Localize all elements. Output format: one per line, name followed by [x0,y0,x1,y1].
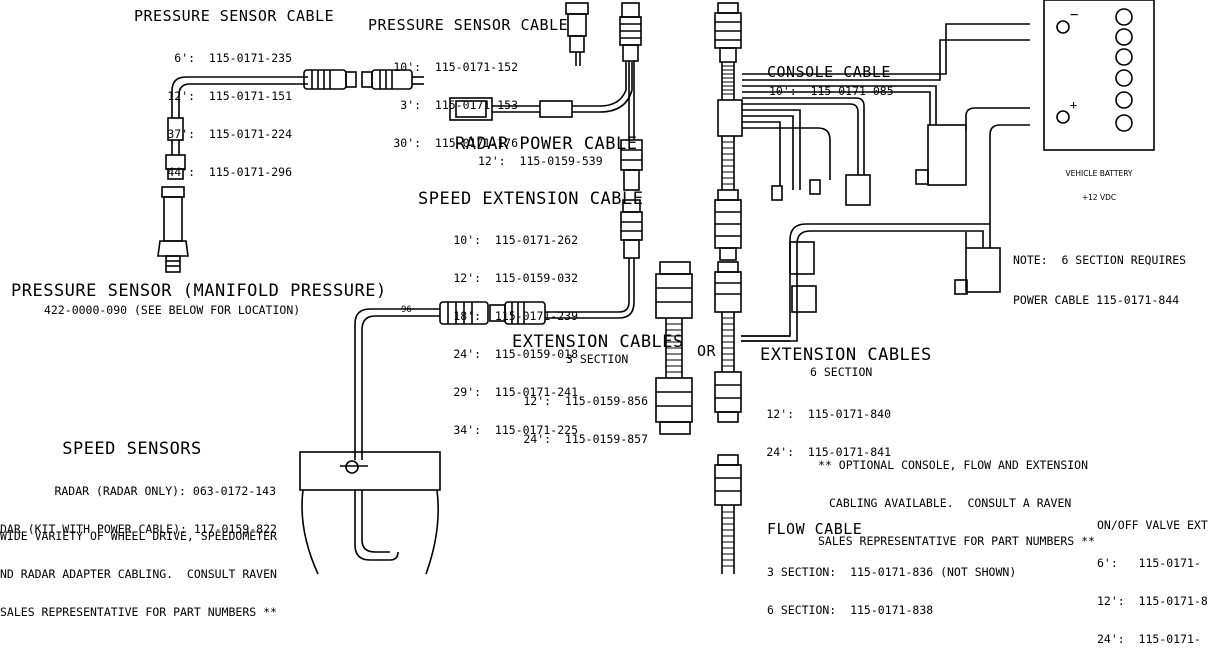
speed-sensors-title: SPEED SENSORS [62,439,202,459]
part-number: 3': 115-0171-153 [400,98,518,113]
part-number: 12': 115-0171-8 [1097,594,1208,609]
speed-extension-cable-parts: 10': 115-0171-262 12': 115-0159-032 18':… [448,209,578,449]
optional-note: ** OPTIONAL CONSOLE, FLOW AND EXTENSION … [818,434,1095,560]
part-number: 24': 115-0159-857 [523,432,648,447]
part-number: 12': 115-0159-032 [453,271,578,286]
note-line: SALES REPRESENTATIVE FOR PART NUMBERS ** [0,605,277,620]
sensor-line: RADAR (RADAR ONLY): 063-0172-143 [54,484,276,499]
note-line: ** OPTIONAL CONSOLE, FLOW AND EXTENSION [818,458,1089,473]
part-number: 3 SECTION: 115-0171-836 (NOT SHOWN) [767,565,1017,580]
pressure-sensor-cable-2-title: PRESSURE SENSOR CABLE [368,16,569,34]
battery-label-line: +12 VDC [1081,193,1117,203]
sensor-line: DAR (KIT WITH POWER CABLE): 117-0159-822 [0,522,277,537]
part-number: 18': 115-0171-239 [453,309,578,324]
flow-cable-parts: 3 SECTION: 115-0171-836 (NOT SHOWN) 6 SE… [767,541,1016,629]
extension-3-parts: 12': 115-0159-856 24': 115-0159-857 [502,370,648,458]
note-line: SALES REPRESENTATIVE FOR PART NUMBERS ** [818,534,1095,549]
extension-6-subtitle: 6 SECTION [810,365,873,379]
pressure-sensor-cable-drawing [165,69,424,180]
radar-power-cable-title: RADAR POWER CABLE [455,134,638,154]
extension-3-title: EXTENSION CABLES [512,332,684,352]
speed-sensors-parts: RADAR (RADAR ONLY): 063-0172-143 DAR (KI… [0,460,277,548]
pressure-sensor-part: 422-0000-090 (SEE BELOW FOR LOCATION) [44,303,301,317]
power-cable-6-section-drawing [741,124,1030,342]
part-number: 6': 115-0171- [1097,556,1201,571]
note-line: POWER CABLE 115-0171-844 [1013,293,1180,308]
note-line: CABLING AVAILABLE. CONSULT A RAVEN [829,496,1072,511]
part-number: 12': 115-0171-840 [766,407,891,422]
note-line: ND RADAR ADAPTER CABLING. CONSULT RAVEN [0,567,277,582]
pressure-sensor-title: PRESSURE SENSOR (MANIFOLD PRESSURE) [11,281,387,301]
extension-3-section-drawing [655,261,693,435]
part-number: 6': 115-0171-235 [174,51,292,66]
part-number: 37': 115-0171-224 [167,127,292,142]
note-line: NOTE: 6 SECTION REQUIRES [1013,253,1187,268]
part-number: 24': 115-0171- [1097,632,1201,647]
console-cable-drawing [742,23,1030,206]
flow-cable-title: FLOW CABLE [767,520,863,538]
radar-sensor-drawing [299,451,441,575]
battery-negative: − [1070,7,1079,23]
console-cable-title: CONSOLE CABLE [767,63,891,81]
onoff-valve-parts: 6': 115-0171- 12': 115-0171-8 24': 115-0… [1097,532,1208,658]
part-number: 10': 115-0171-152 [393,60,518,75]
part-number: 24': 115-0171-841 [766,445,891,460]
six-section-note: NOTE: 6 SECTION REQUIRES POWER CABLE 115… [1013,229,1186,319]
radar-power-cable-drawing [449,61,643,191]
vehicle-battery-drawing [1043,0,1155,151]
battery-label: VEHICLE BATTERY +12 VDC [1050,153,1148,211]
extension-6-title: EXTENSION CABLES [760,345,932,365]
part-number: 34': 115-0171-225 [453,422,578,437]
part-number: 24': 115-0159-018 [453,347,578,362]
pressure-sensor-cable-1-title: PRESSURE SENSOR CABLE [134,7,335,25]
onoff-valve-title: ON/OFF VALVE EXT [1097,518,1208,532]
pressure-sensor-cable-2-parts: 10': 115-0171-152 3': 115-0171-153 30': … [380,36,518,162]
part-number: 44': 115-0171-296 [167,165,292,180]
part-number: 29': 115-0171-241 [453,384,578,399]
battery-label-line: VEHICLE BATTERY [1065,168,1133,178]
extension-6-parts: 12': 115-0171-840 24': 115-0171-841 [745,383,891,471]
radar-power-cable-part: 12': 115-0159-539 [478,154,603,168]
speed-sensors-note: WIDE VARIETY OF WHEEL DRIVE, SPEEDOMETER… [0,505,277,631]
speed-extension-cable-drawing [354,199,643,460]
wire-mark: 96 [401,305,412,315]
part-number: 30': 115-0171-176 [393,136,518,151]
battery-positive: + [1070,98,1078,112]
speed-extension-cable-title: SPEED EXTENSION CABLE [418,189,644,209]
part-number: 12': 115-0159-856 [523,394,648,409]
part-number: 10': 115-0171-262 [453,233,578,248]
wiring-diagram [157,0,1155,575]
pressure-sensor-cable-1-parts: 6': 115-0171-235 12': 115-0171-151 37': … [152,27,292,191]
note-line: WIDE VARIETY OF WHEEL DRIVE, SPEEDOMETER [0,529,277,544]
console-cable-part: 10': 115-0171-085 [769,84,894,98]
part-number: 12': 115-0171-151 [167,89,292,104]
pressure-sensor-drawing [157,186,189,273]
or-label: OR [697,342,717,360]
extension-3-subtitle: 3 SECTION [566,352,629,366]
pressure-sensor-cable-2-drawing [565,2,642,66]
part-number: 6 SECTION: 115-0171-838 [767,603,934,618]
